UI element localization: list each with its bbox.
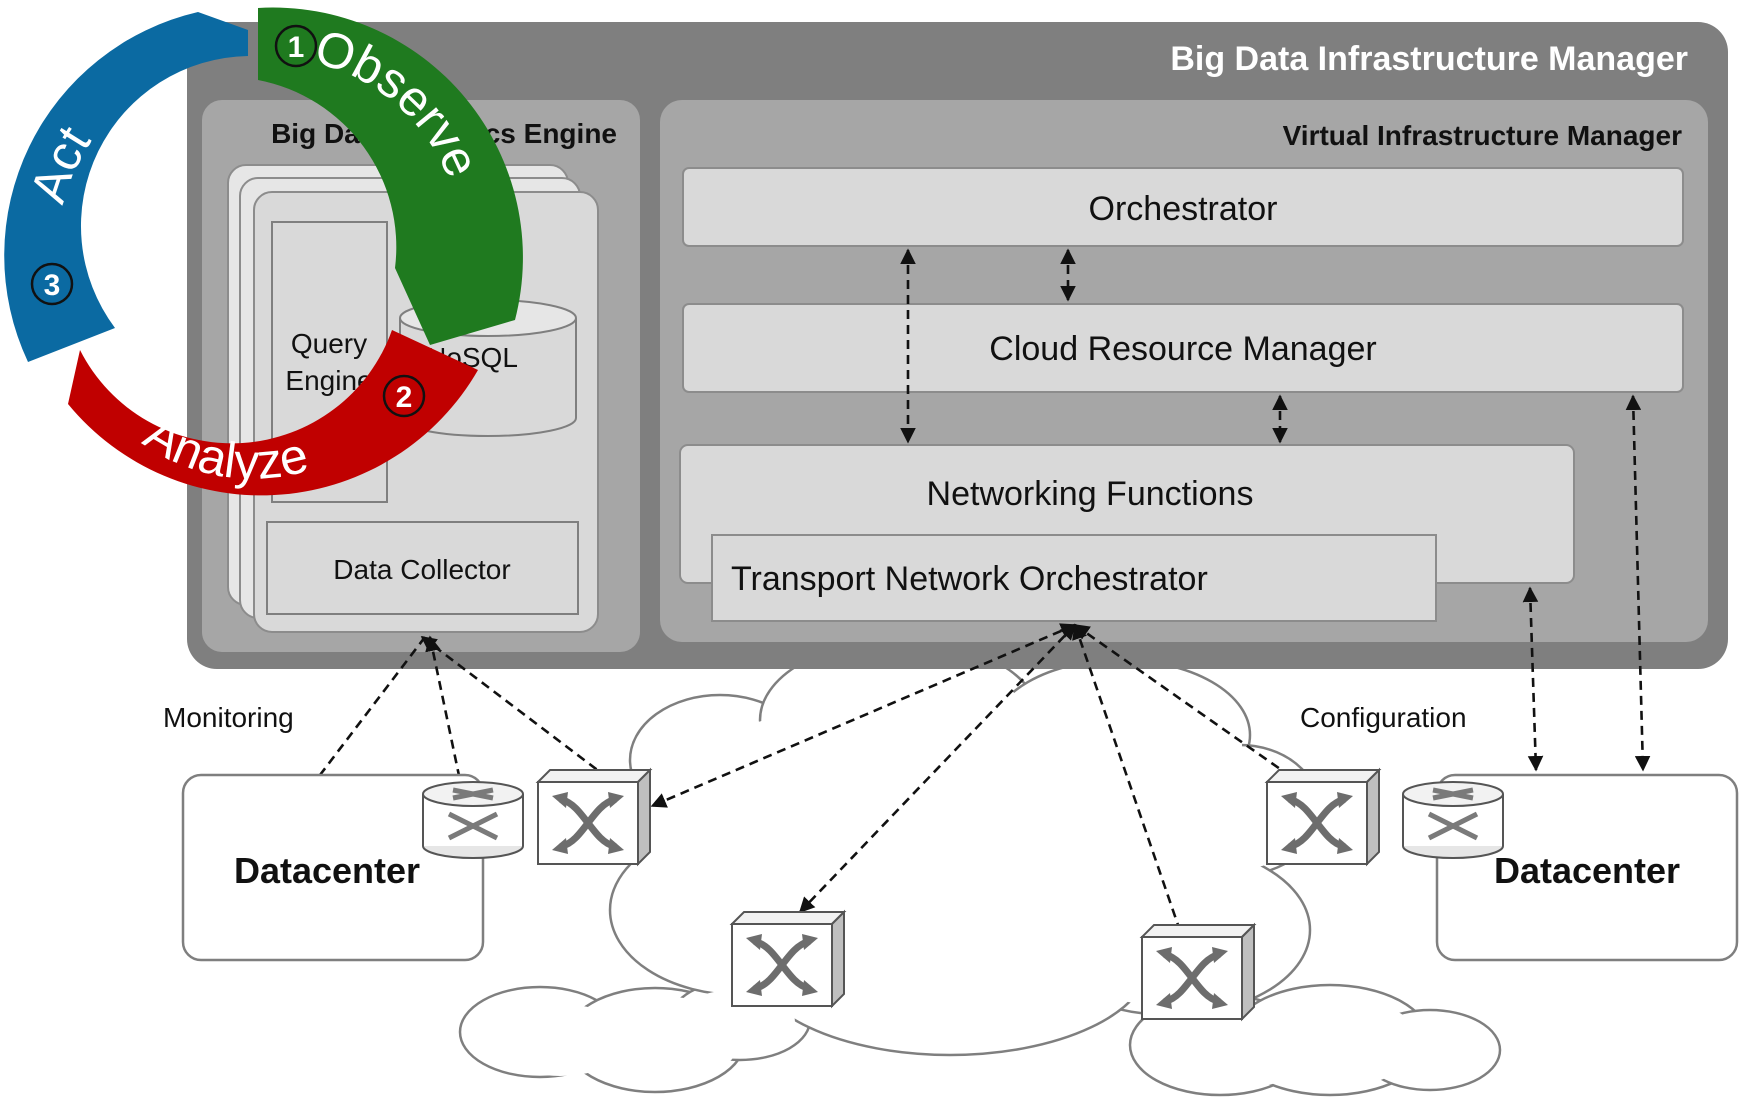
switch-icon	[1142, 925, 1254, 1019]
datacenter-left	[181, 773, 485, 962]
switch-icon	[1267, 770, 1379, 864]
datacenter-left-label: Datacenter	[234, 850, 420, 891]
step-3-number: 3	[44, 269, 61, 302]
step-1-number: 1	[288, 31, 305, 64]
step-1-badge	[274, 24, 318, 68]
query-engine-label-line1: Query	[291, 328, 367, 359]
vim-title: Virtual Infrastructure Manager	[1283, 120, 1682, 151]
switch-icon	[732, 912, 844, 1006]
connection-arrows	[318, 248, 1651, 926]
step-2-number: 2	[396, 381, 413, 414]
orchestrator-label: Orchestrator	[1089, 190, 1278, 228]
datacenter-right-label: Datacenter	[1494, 850, 1680, 891]
configuration-label: Configuration	[1300, 702, 1467, 733]
cloud-resource-manager-box	[682, 303, 1684, 393]
observe-arc	[258, 7, 523, 346]
infrastructure-manager-title: Big Data Infrastructure Manager	[1170, 40, 1688, 78]
cloud-resource-manager-label: Cloud Resource Manager	[989, 330, 1376, 368]
step-2-badge	[382, 374, 426, 418]
data-collector-box	[266, 521, 579, 615]
datacenter-right	[1435, 773, 1739, 962]
orchestrator-box	[682, 167, 1684, 247]
step-3-badge	[30, 262, 74, 306]
router-icon	[1403, 782, 1503, 858]
monitoring-label: Monitoring	[163, 702, 294, 733]
networking-functions-label: Networking Functions	[927, 475, 1254, 513]
analyze-arc	[68, 330, 478, 496]
router-icon	[423, 782, 523, 858]
switch-icon	[538, 770, 650, 864]
transport-network-orchestrator-label: Transport Network Orchestrator	[731, 560, 1208, 598]
data-collector-label: Data Collector	[333, 554, 510, 585]
transport-network-orchestrator-box	[711, 534, 1437, 622]
